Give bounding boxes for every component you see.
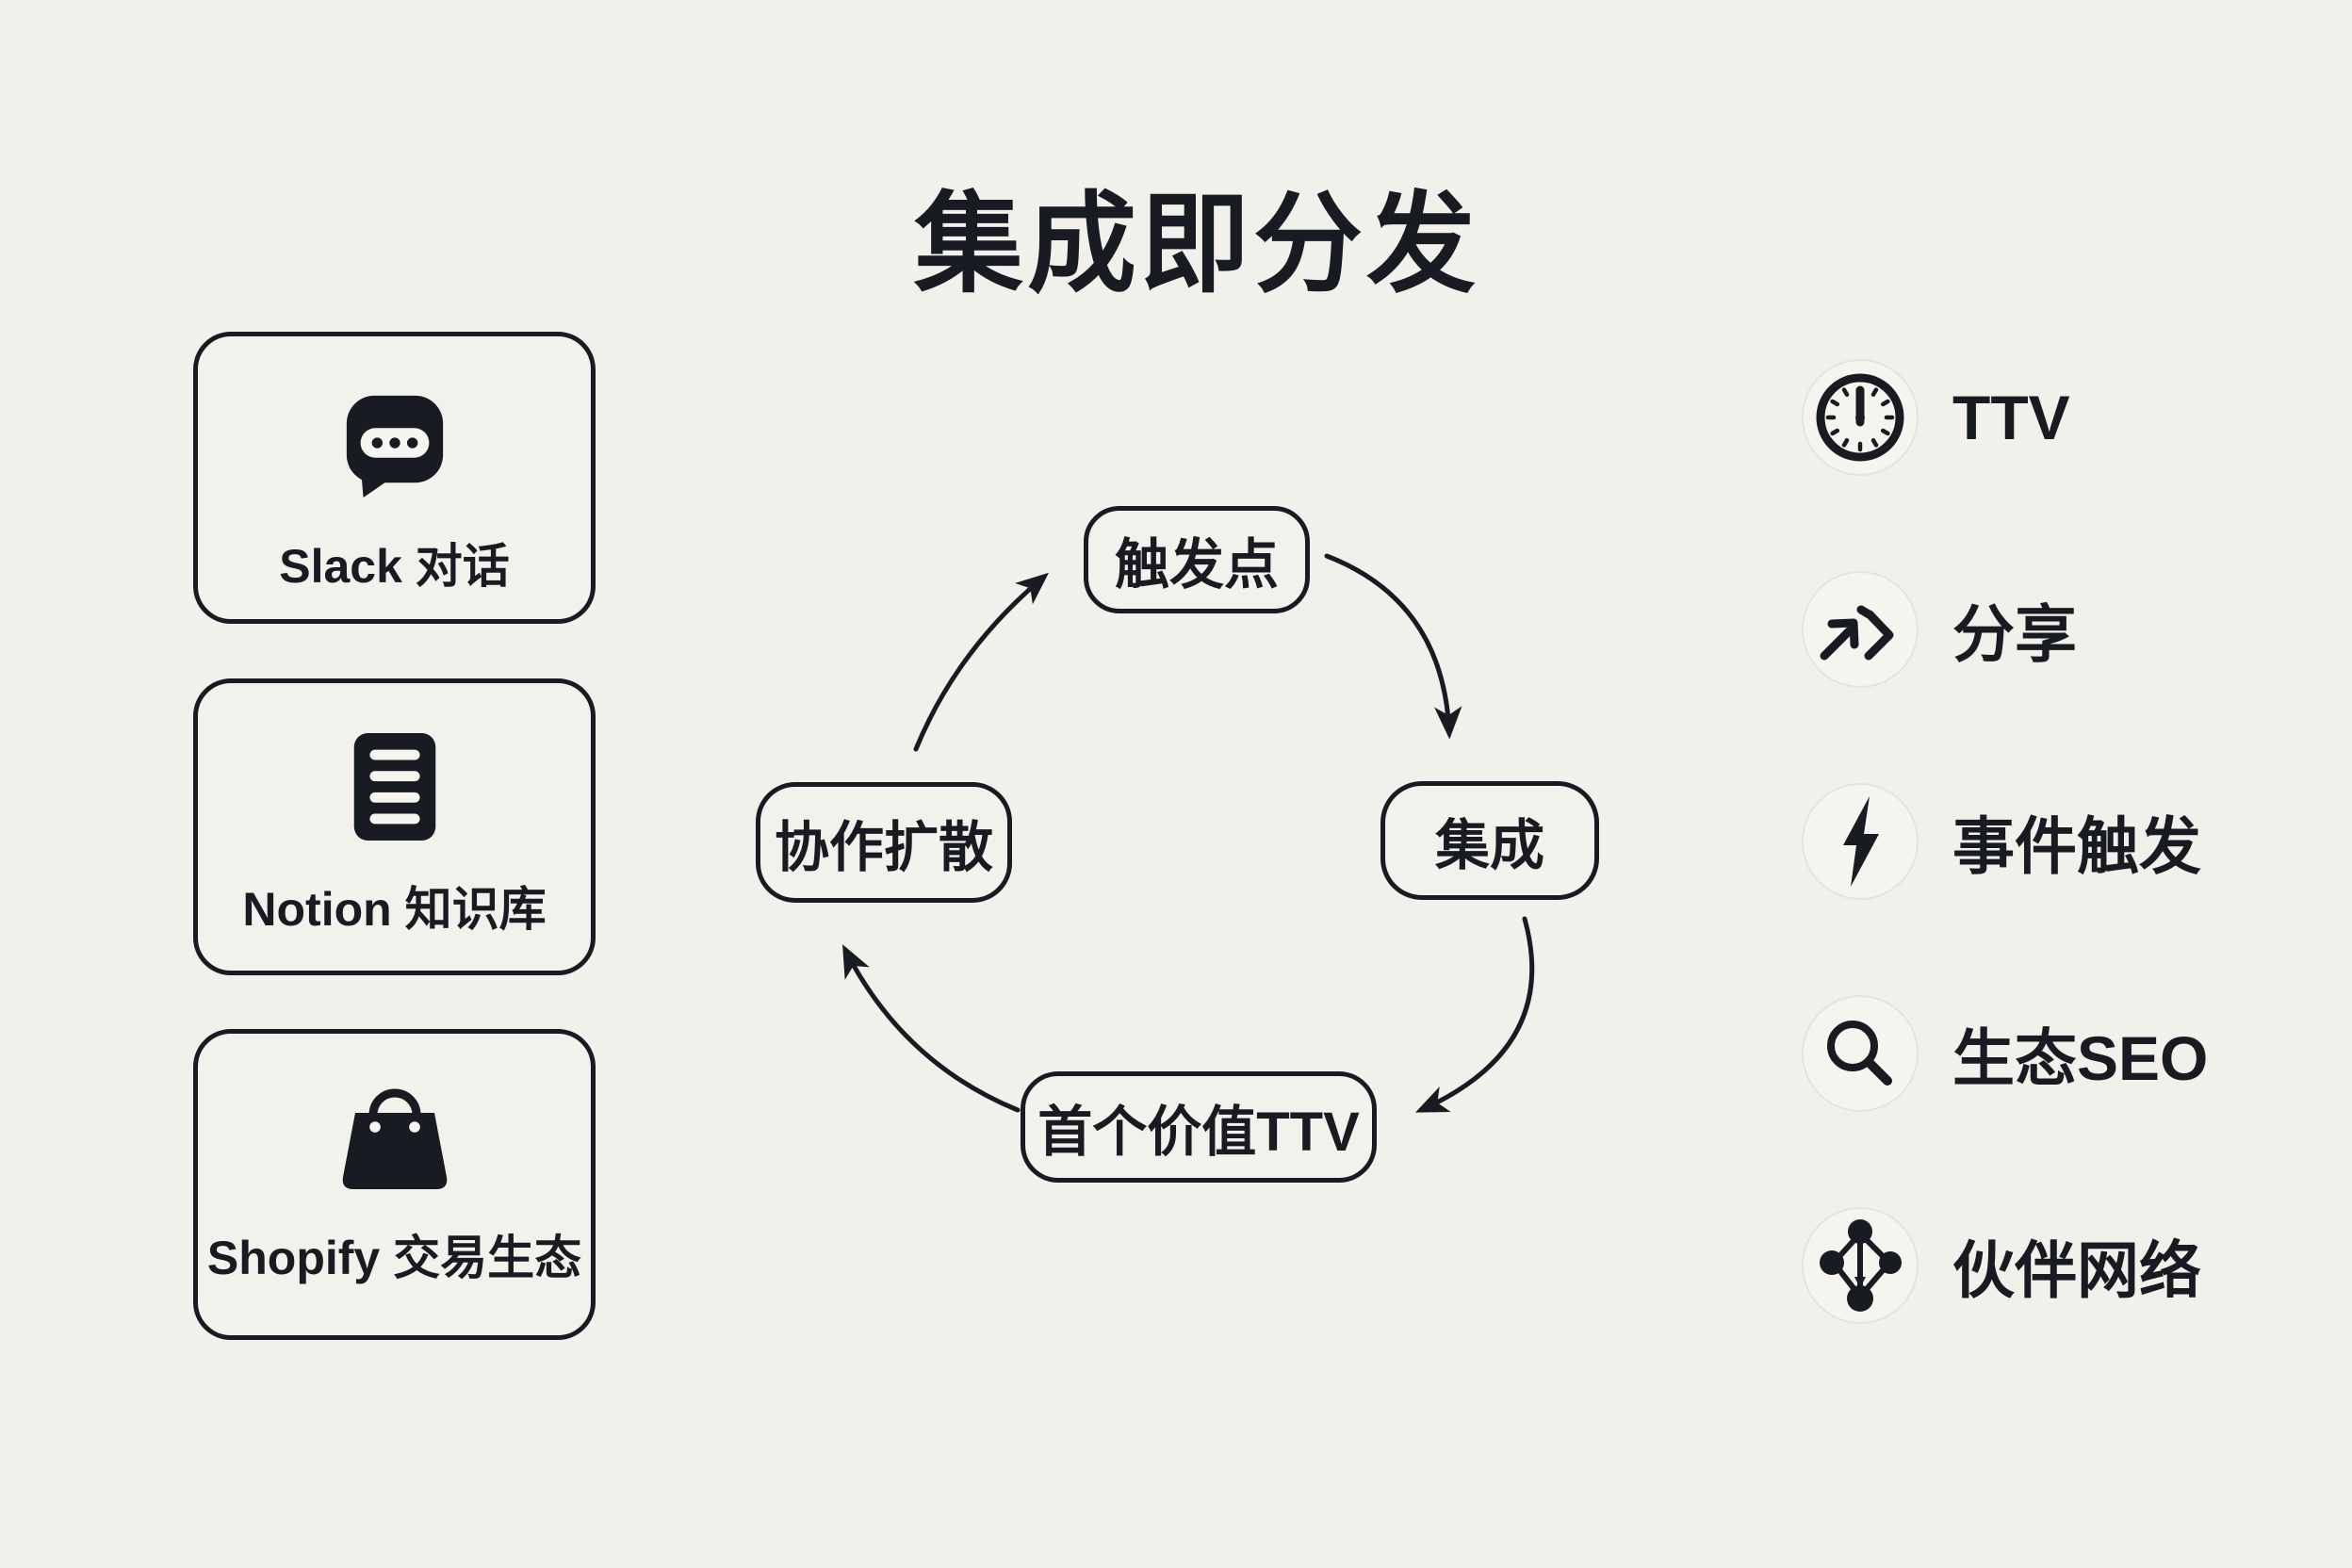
card-slack-conversations: Slack 对话 xyxy=(193,332,596,624)
network-icon xyxy=(1820,1219,1902,1312)
card-label: Shopify 交易生态 xyxy=(206,1232,582,1284)
legend-label: 分享 xyxy=(1952,599,2077,669)
legend-item-share: 分享 xyxy=(1802,571,2077,688)
cycle-node-first-value-ttv: 首个价值TTV xyxy=(1021,1071,1377,1183)
arrow-trigger-to-integration xyxy=(1324,553,1462,740)
node-label: 触发点 xyxy=(1114,534,1279,596)
document-icon xyxy=(339,727,450,847)
legend-item-event-trigger: 事件触发 xyxy=(1802,783,2201,900)
card-shopify-commerce: Shopify 交易生态 xyxy=(193,1029,596,1340)
cycle-node-integration: 集成 xyxy=(1380,781,1599,900)
legend-item-partner-network: 伙伴网络 xyxy=(1802,1207,2201,1324)
chat-bubble-icon xyxy=(339,384,450,504)
legend-label: 伙伴网络 xyxy=(1952,1235,2201,1305)
page-title: 集成即分发 xyxy=(914,183,1479,305)
legend-label: TTV xyxy=(1952,383,2070,452)
node-label: 协作扩散 xyxy=(774,817,993,878)
cycle-node-trigger: 触发点 xyxy=(1084,506,1310,613)
card-label: Notion 知识库 xyxy=(242,883,547,936)
arrow-firstvalue-to-collab xyxy=(842,944,1021,1113)
legend-label: 生态SEO xyxy=(1952,1023,2209,1093)
card-label: Slack 对话 xyxy=(279,540,510,593)
cycle-node-collaboration-spread: 协作扩散 xyxy=(756,782,1012,903)
lightning-icon xyxy=(1843,796,1879,887)
node-label: 首个价值TTV xyxy=(1037,1102,1360,1163)
card-notion-knowledge-base: Notion 知识库 xyxy=(193,678,596,975)
share-arrows-icon xyxy=(1820,605,1894,661)
shopping-bag-icon xyxy=(335,1075,455,1196)
node-label: 集成 xyxy=(1434,815,1544,876)
legend-label: 事件触发 xyxy=(1952,811,2201,881)
arrow-collab-to-trigger xyxy=(913,572,1050,752)
magnifier-icon xyxy=(1827,1021,1892,1086)
legend-item-eco-seo: 生态SEO xyxy=(1802,995,2208,1112)
clock-icon xyxy=(1816,373,1904,462)
arrow-integration-to-firstvalue xyxy=(1415,916,1535,1113)
legend-item-ttv: TTV xyxy=(1802,359,2070,476)
